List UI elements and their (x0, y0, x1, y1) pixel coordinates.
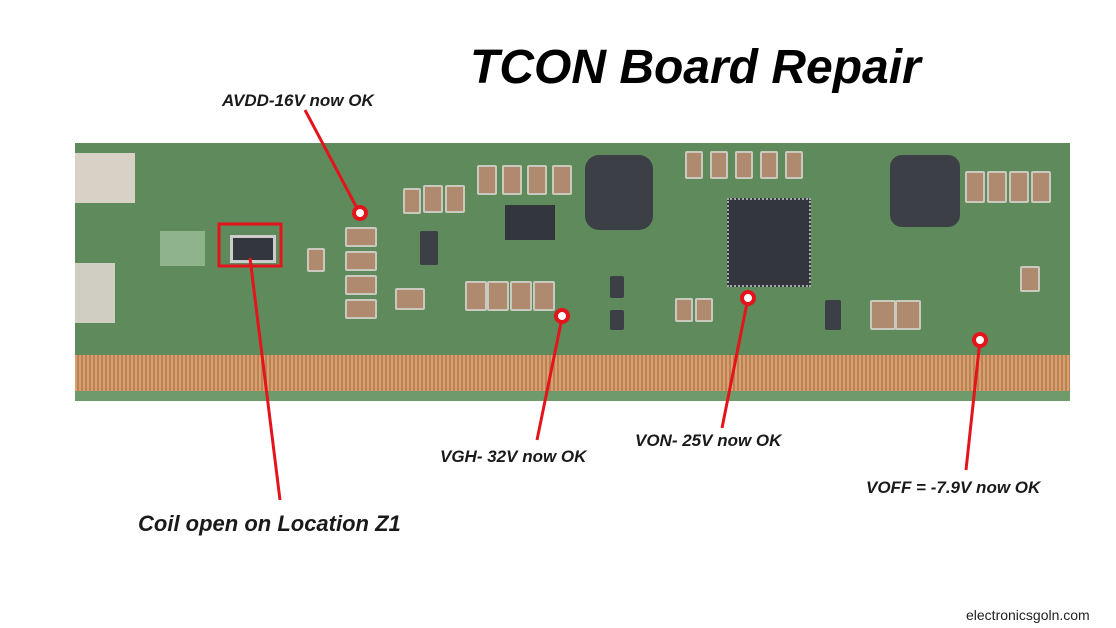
capacitor (685, 151, 703, 179)
vgh-test-point (554, 308, 570, 324)
transistor (825, 300, 841, 330)
capacitor (552, 165, 572, 195)
capacitor (345, 299, 377, 319)
von-label: VON- 25V now OK (635, 431, 782, 450)
capacitor (1020, 266, 1040, 292)
connector (75, 153, 135, 203)
inductor (585, 155, 653, 230)
von-pointer-line (720, 297, 750, 429)
diode (610, 276, 624, 298)
ic-small (505, 205, 555, 240)
inductor (890, 155, 960, 227)
capacitor (510, 281, 532, 311)
capacitor (965, 171, 985, 203)
capacitor (477, 165, 497, 195)
capacitor (987, 171, 1007, 203)
board-edge (75, 391, 1070, 401)
transistor (420, 231, 438, 265)
capacitor (675, 298, 693, 322)
capacitor (533, 281, 555, 311)
diode (610, 310, 624, 330)
avdd-pointer-line (303, 109, 360, 211)
capacitor (423, 185, 443, 213)
avdd-label: AVDD-16V now OK (222, 91, 374, 110)
capacitor (710, 151, 728, 179)
capacitor (465, 281, 487, 311)
capacitor (345, 227, 377, 247)
capacitor (760, 151, 778, 179)
capacitor (487, 281, 509, 311)
von-test-point (740, 290, 756, 306)
capacitor (502, 165, 522, 195)
capacitor (695, 298, 713, 322)
capacitor (895, 300, 921, 330)
capacitor (735, 151, 753, 179)
voff-test-point (972, 332, 988, 348)
capacitor (445, 185, 465, 213)
page-title: TCON Board Repair (470, 41, 921, 94)
watermark: electronicsgoln.com (966, 607, 1090, 623)
coil-z1 (230, 235, 276, 263)
pmic-chip (727, 198, 811, 287)
coil-label: Coil open on Location Z1 (138, 511, 401, 536)
tcon-board-photo (75, 143, 1070, 401)
coil-pointer-line (248, 257, 282, 501)
connector-pads (75, 263, 115, 323)
vgh-pointer-line (535, 317, 564, 441)
capacitor (1031, 171, 1051, 203)
voff-label: VOFF = -7.9V now OK (866, 478, 1041, 497)
capacitor (785, 151, 803, 179)
avdd-test-point (352, 205, 368, 221)
pcb-component (160, 231, 205, 266)
capacitor (345, 275, 377, 295)
capacitor (403, 188, 421, 214)
vgh-label: VGH- 32V now OK (440, 447, 587, 466)
voff-pointer-line (964, 339, 982, 471)
capacitor (345, 251, 377, 271)
capacitor (1009, 171, 1029, 203)
gold-edge-connector (75, 355, 1070, 391)
capacitor (395, 288, 425, 310)
capacitor (527, 165, 547, 195)
capacitor (307, 248, 325, 272)
